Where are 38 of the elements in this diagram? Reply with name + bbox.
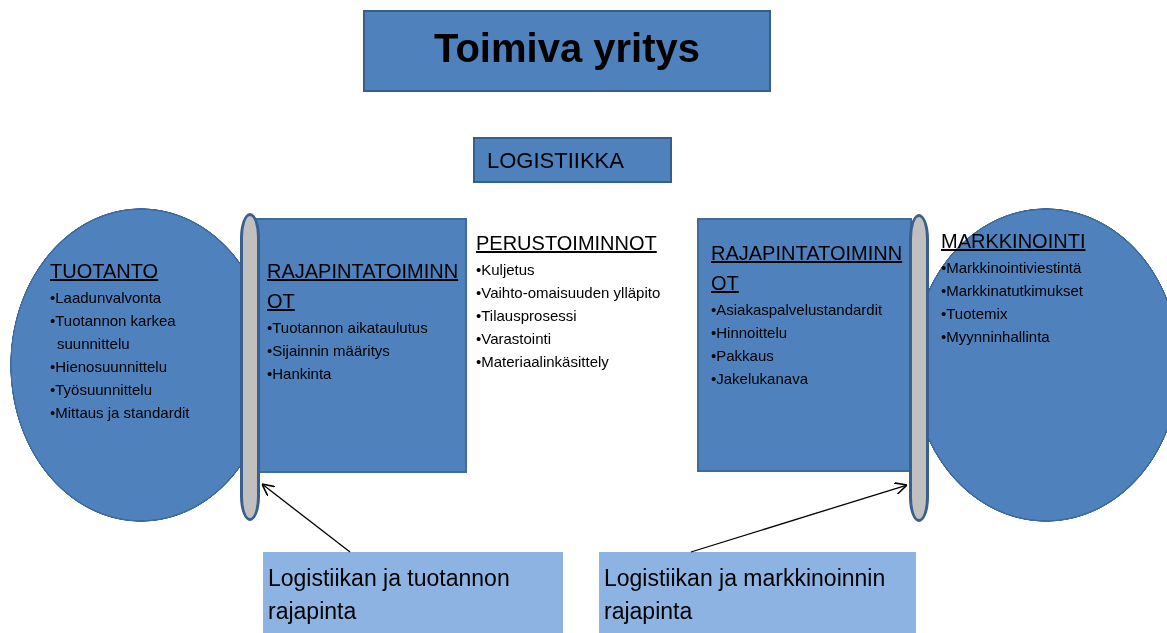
list-item: •Hankinta [267,364,333,384]
list-item: •Tuotemix [941,304,1009,324]
title-box [363,10,771,92]
section-heading: LOGISTIIKKA [487,148,624,174]
note-box [263,552,563,633]
list-item: •Tuotannon karkea suunnittelu [50,311,177,354]
arrow [690,482,908,553]
list-item: •Tuotannon aikataulutus [267,318,429,338]
note-text: Logistiikan ja tuotannon rajapinta [268,564,511,626]
list-item: •Kuljetus [476,260,536,280]
list-item: •Asiakaspalvelustandardit [711,300,884,320]
heading-text: TUOTANTO [50,259,160,284]
heading-text: RAJAPINTATOIMINNOT [711,241,904,296]
list-item: •Mittaus ja standardit [50,403,191,423]
list-item: •Sijainnin määritys [267,341,391,361]
list-item: •Laadunvalvonta [50,288,163,308]
list-item: •Hinnoittelu [711,323,789,343]
seam-shape [240,213,260,521]
section-box [473,137,672,183]
list-item: •Hienosuunnittelu [50,357,168,377]
list-item: •Varastointi [476,329,552,349]
list-item: •Materiaalinkäsittely [476,352,610,372]
list-item: •Jakelukanava [711,369,809,389]
title-text: Toimiva yritys [432,26,701,71]
list-item: •Pakkaus [711,346,775,366]
note-box [599,552,916,633]
seam-shape [909,214,929,522]
list-item: •Tilausprosessi [476,306,578,326]
list-item: •Vaihto-omaisuuden ylläpito [476,283,661,303]
list-item: •Markkinointiviestintä [941,258,1083,278]
heading-text: PERUSTOIMINNOT [476,231,658,256]
interface-box [697,218,912,472]
list-item: •Markkinatutkimukset [941,281,1084,301]
list-item: •Työsuunnittelu [50,380,153,400]
list-item: •Myynninhallinta [941,327,1051,347]
heading-text: RAJAPINTATOIMINNOT [267,259,460,314]
arrow [261,483,351,553]
note-text: Logistiikan ja markkinoinnin rajapinta [604,564,887,626]
